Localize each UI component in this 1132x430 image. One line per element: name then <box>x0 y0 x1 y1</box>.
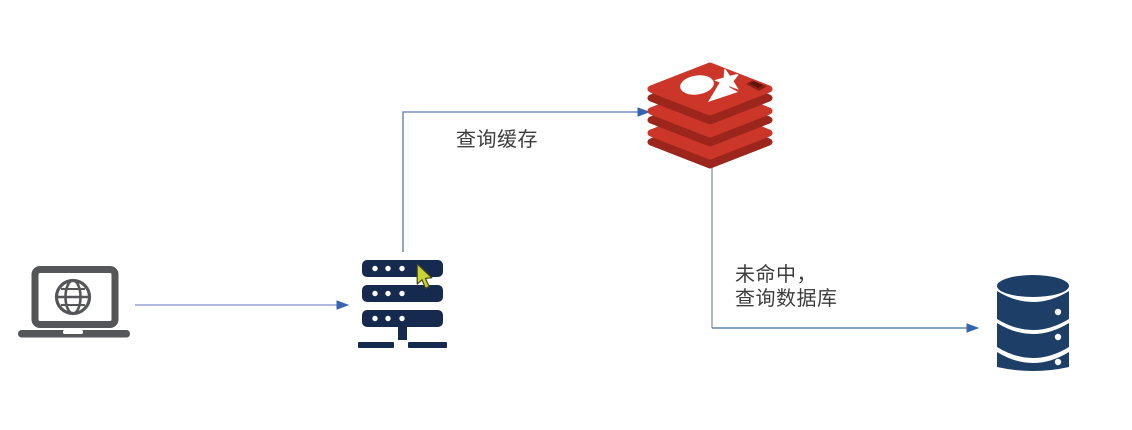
edge-server-to-redis <box>402 107 651 252</box>
database-cylinder-icon <box>997 275 1069 371</box>
edge-label-cache-miss-line1: 未命中， <box>735 264 817 286</box>
edge-label-query-cache: 查询缓存 <box>456 129 538 151</box>
redis-star-shape <box>714 67 740 95</box>
redis-stack-icon <box>647 62 773 169</box>
redis-triangle-shape <box>708 82 738 102</box>
mouse-cursor-icon <box>416 263 433 289</box>
laptop-globe-icon <box>18 266 130 338</box>
edge-label-cache-miss-line2: 查询数据库 <box>735 288 838 310</box>
server-rack-icon <box>358 260 447 348</box>
edge-label-cache-miss: 未命中，查询数据库 <box>735 263 838 311</box>
redis-ellipse-shape <box>680 75 714 95</box>
